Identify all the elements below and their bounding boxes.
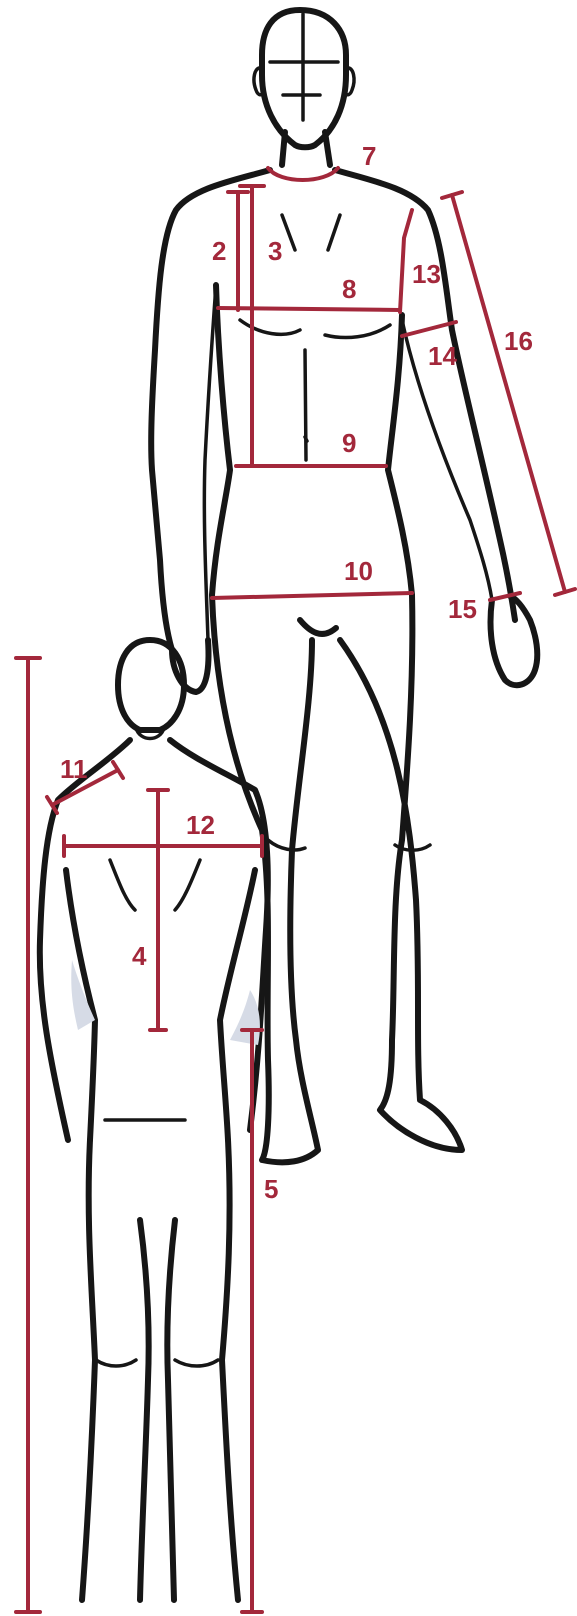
measurement-14-line: [402, 322, 456, 336]
measurement-3-label: 3: [268, 236, 282, 266]
measurement-16-line: [442, 192, 575, 595]
back-detail: [105, 860, 200, 1120]
measurement-height-line: [16, 658, 40, 1612]
measurement-15-label: 15: [448, 594, 477, 624]
front-navel: [305, 437, 307, 441]
measurement-5-line: [242, 1030, 262, 1612]
front-neck-right: [325, 132, 330, 165]
front-torso-right: [388, 315, 412, 595]
measurement-4-line: [148, 790, 168, 1030]
measurement-7-label: 7: [362, 141, 376, 171]
back-legs: [82, 1140, 238, 1600]
front-chest-detail: [240, 215, 390, 460]
measurement-14-label: 14: [428, 341, 457, 371]
back-figure: [40, 640, 268, 1600]
front-right-shoulder-arm: [335, 170, 515, 620]
measurement-2-line: [228, 192, 248, 310]
measurement-13-line: [400, 210, 412, 312]
front-figure: [151, 10, 537, 1162]
measurement-8-label: 8: [342, 274, 356, 304]
back-knees: [96, 1360, 218, 1366]
measurement-lines: [16, 168, 575, 1612]
measurement-2-label: 2: [212, 236, 226, 266]
measurement-16-label: 16: [504, 326, 533, 356]
measurement-11-label: 11: [60, 754, 88, 784]
measurement-13-label: 13: [412, 259, 441, 289]
front-neck-left: [282, 132, 285, 165]
measurement-8-line: [218, 308, 400, 310]
back-head: [118, 640, 184, 730]
back-left-outline: [40, 740, 130, 1140]
measurement-9-label: 9: [342, 428, 356, 458]
front-crotch: [300, 620, 336, 634]
front-face-guide: [270, 14, 338, 120]
measurement-7-line: [268, 168, 338, 180]
front-torso-left: [212, 285, 230, 595]
measurement-12-line: [64, 836, 262, 856]
measurement-12-label: 12: [186, 810, 215, 840]
front-right-leg: [340, 595, 462, 1150]
measurement-10-label: 10: [344, 556, 373, 586]
measurement-5-label: 5: [264, 1174, 278, 1204]
front-left-hand: [172, 640, 209, 692]
measurement-3-line: [240, 186, 264, 466]
measurement-4-label: 4: [132, 941, 147, 971]
measurement-10-line: [212, 593, 412, 598]
back-right-armpit-shade: [230, 990, 260, 1045]
